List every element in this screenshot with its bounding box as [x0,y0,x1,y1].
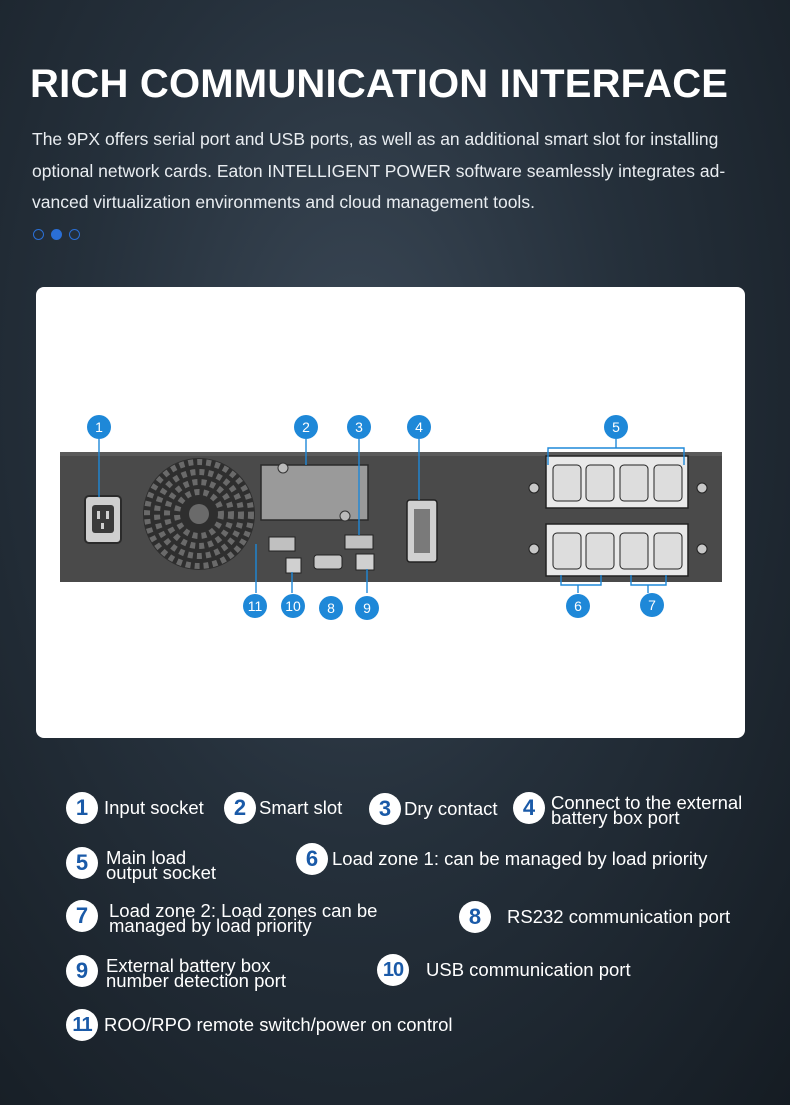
dry-contact-icon [344,534,374,550]
callout-2: 2 [294,415,318,439]
legend-text: RS232 communication port [507,906,731,927]
legend-number: 6 [296,843,328,875]
rs232-port-icon [313,554,343,570]
carousel-dot[interactable] [69,229,80,240]
legend-item-2: 2 Smart slot [224,792,342,824]
legend-item-1: 1 Input socket [66,792,204,824]
carousel-dot[interactable] [33,229,44,240]
legend-text: USB communication port [426,959,631,980]
legend-number: 11 [66,1009,98,1041]
legend-number: 10 [377,954,409,986]
legend-item-6: 6 Load zone 1: can be managed by load pr… [296,843,707,875]
callout-1: 1 [87,415,111,439]
legend-text: Dry contact [404,798,498,819]
usb-port-icon [285,557,302,574]
callout-5: 5 [604,415,628,439]
svg-text:4: 4 [415,419,423,435]
roo-rpo-port-icon [268,536,296,552]
legend-item-10: 10 USB communication port [377,954,631,986]
svg-text:11: 11 [248,598,263,614]
callout-4: 4 [407,415,431,439]
svg-text:1: 1 [95,419,103,435]
svg-text:3: 3 [355,419,363,435]
description: The 9PX offers serial port and USB ports… [32,124,762,219]
legend-number: 9 [66,955,98,987]
diagram-panel: 1 2 3 4 5 6 7 8 9 10 11 [36,287,745,738]
legend-number: 5 [66,847,98,879]
legend-number: 1 [66,792,98,824]
battery-detect-port-icon [355,553,375,571]
callout-9: 9 [355,596,379,620]
callout-6: 6 [566,594,590,618]
legend-number: 2 [224,792,256,824]
callout-lines [98,439,685,593]
legend-number: 4 [513,792,545,824]
legend-number: 3 [369,793,401,825]
smart-slot-icon [260,464,369,521]
legend-number: 7 [66,900,98,932]
svg-text:2: 2 [302,419,310,435]
callout-10: 10 [281,594,305,618]
legend-item-8: 8 RS232 communication port [459,901,730,933]
legend-item-3: 3 Dry contact [369,793,498,825]
callout-8: 8 [319,596,343,620]
legend-text: Input socket [104,797,204,818]
fan-icon [143,458,255,570]
carousel-indicator [33,229,80,240]
carousel-dot-active[interactable] [51,229,62,240]
callout-7: 7 [640,593,664,617]
page-title: RICH COMMUNICATION INTERFACE [30,62,729,106]
legend-text: ROO/RPO remote switch/power on control [104,1014,453,1035]
callout-11: 11 [243,594,267,618]
output-sockets-icon [528,455,708,577]
ups-rear-panel-diagram: 1 2 3 4 5 6 7 8 9 10 11 [60,415,722,620]
legend-text: Smart slot [259,797,343,818]
description-line: optional network cards. Eaton INTELLIGEN… [32,160,726,181]
svg-text:9: 9 [363,600,371,616]
callout-3: 3 [347,415,371,439]
description-line: The 9PX offers serial port and USB ports… [32,129,719,149]
description-line: vanced virtualization environments and c… [32,192,535,212]
legend-text: Load zone 1: can be managed by load prio… [332,848,708,869]
legend-item-11: 11 ROO/RPO remote switch/power on contro… [66,1009,453,1041]
svg-text:7: 7 [648,597,656,613]
svg-text:5: 5 [612,419,620,435]
svg-text:8: 8 [327,600,335,616]
legend-number: 8 [459,901,491,933]
svg-text:6: 6 [574,598,582,614]
svg-text:10: 10 [285,598,301,614]
